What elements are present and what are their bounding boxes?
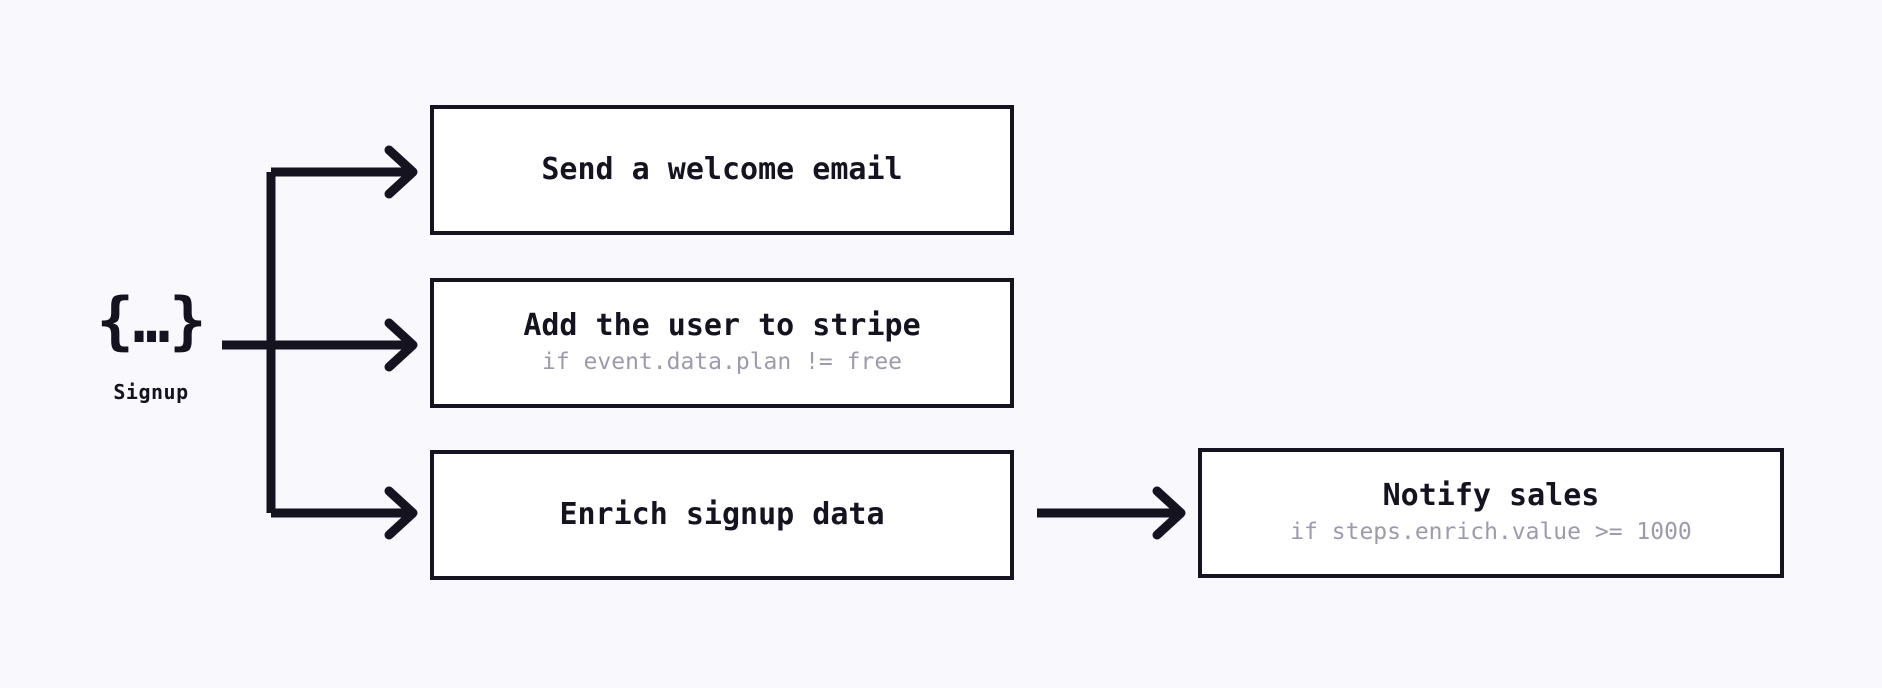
step-condition: if event.data.plan != free [541,349,903,376]
arrowhead-send-welcome-email-icon [384,145,418,199]
step-condition: if steps.enrich.value >= 1000 [1290,519,1692,546]
trigger-node[interactable]: {…} Signup [85,284,217,405]
step-card-add-user-to-stripe[interactable]: Add the user to stripe if event.data.pla… [430,278,1014,408]
step-card-notify-sales[interactable]: Notify sales if steps.enrich.value >= 10… [1198,448,1784,578]
step-title: Enrich signup data [559,496,885,532]
step-card-enrich-signup-data[interactable]: Enrich signup data [430,450,1014,580]
arrowhead-notify-sales-icon [1152,486,1186,540]
arrowhead-add-user-to-stripe-icon [384,318,418,372]
arrowhead-enrich-signup-data-icon [384,486,418,540]
step-title: Add the user to stripe [523,307,921,343]
step-card-send-welcome-email[interactable]: Send a welcome email [430,105,1014,235]
json-braces-icon: {…} [96,284,207,357]
step-title: Send a welcome email [541,151,903,187]
trigger-label: Signup [113,380,189,404]
step-title: Notify sales [1382,477,1600,513]
